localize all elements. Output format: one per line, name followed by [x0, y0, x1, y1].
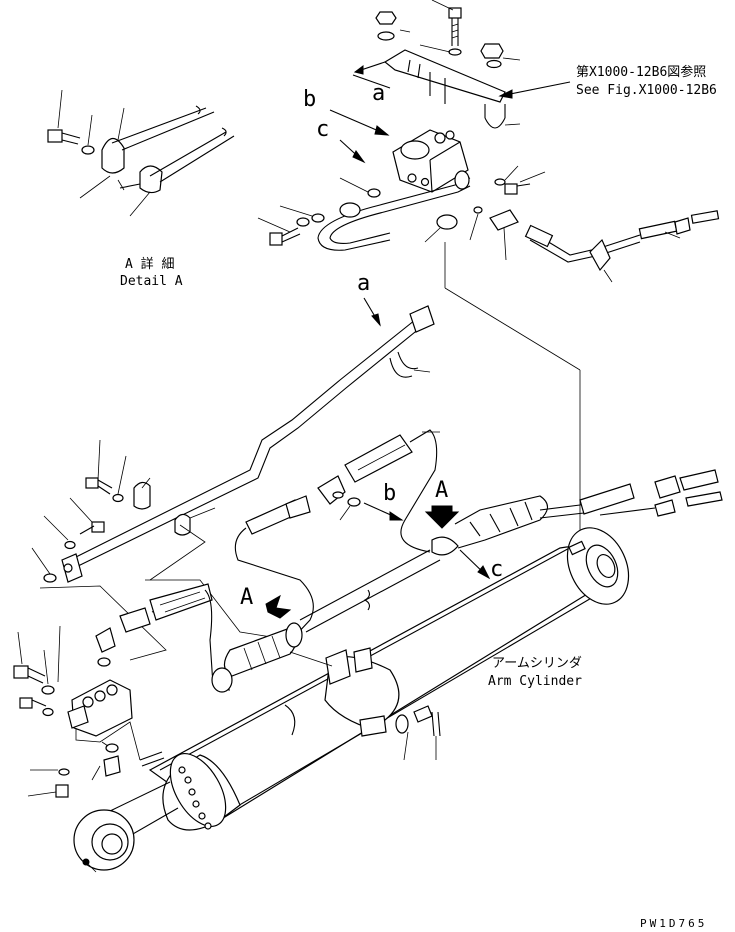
long-pipe	[31, 297, 435, 661]
detail-a	[47, 89, 235, 217]
middle-hoses	[234, 242, 723, 637]
letter-a-top: a	[372, 81, 385, 106]
letter-b-mid: b	[383, 481, 396, 506]
cylinder-en-label: Arm Cylinder	[488, 674, 582, 689]
letter-c-mid: c	[490, 557, 503, 582]
drawing-number: PW1D765	[640, 917, 707, 930]
letter-a-mid: a	[357, 271, 370, 296]
letter-A-right: A	[435, 478, 448, 503]
letter-A-left: A	[240, 585, 253, 610]
cylinder-jp-label: アームシリンダ	[492, 656, 582, 671]
detail-en-label: Detail A	[120, 274, 183, 289]
letter-c-top: c	[316, 117, 329, 142]
letter-b-top: b	[303, 87, 316, 112]
arm-cylinder	[73, 527, 630, 873]
ref-en-label: See Fig.X1000-12B6	[576, 83, 717, 98]
lower-valve-assembly	[13, 625, 165, 798]
left-hose-assembly	[119, 583, 303, 693]
top-valve-assembly	[257, 129, 720, 283]
top-bracket-assembly	[329, 0, 571, 164]
detail-jp-label: A 詳 細	[125, 256, 174, 272]
text-labels: 第X1000-12B6図参照 See Fig.X1000-12B6 A 詳 細 …	[120, 64, 717, 930]
ref-jp-label: 第X1000-12B6図参照	[576, 64, 706, 80]
